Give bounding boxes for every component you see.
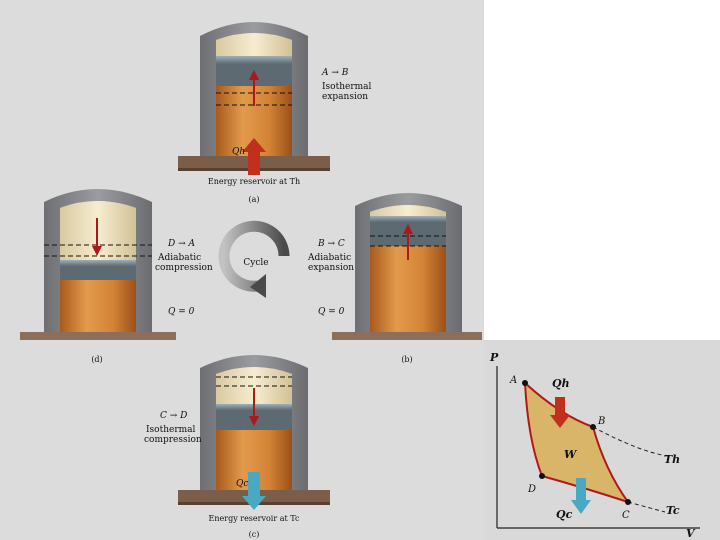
hot-isotherm bbox=[592, 426, 669, 457]
cycle-label: Cycle bbox=[243, 258, 268, 268]
cylinder-wall bbox=[200, 355, 308, 490]
heat-label-qh: Qh bbox=[232, 147, 245, 157]
qc-arrow bbox=[571, 478, 591, 514]
air-space bbox=[370, 205, 446, 216]
pv-background bbox=[484, 340, 720, 540]
state-label-c: C bbox=[622, 510, 630, 521]
process-desc: compression bbox=[144, 435, 202, 445]
qh-arrow bbox=[550, 397, 570, 428]
process-desc: Isothermal bbox=[146, 425, 196, 435]
q-zero-label: Q = 0 bbox=[318, 307, 345, 317]
state-point-c bbox=[625, 499, 631, 505]
piston-top bbox=[60, 260, 136, 266]
process-desc: compression bbox=[155, 263, 213, 273]
panel-c: Qc C → D Isothermal compression Energy r… bbox=[144, 355, 330, 539]
panel-d: D → A Adiabatic compression Q = 0 (d) bbox=[20, 189, 213, 364]
q-zero-label: Q = 0 bbox=[168, 307, 195, 317]
qh-label: Qh bbox=[552, 377, 570, 390]
piston-top bbox=[216, 56, 292, 64]
process-desc: Adiabatic bbox=[307, 253, 351, 263]
th-label: Th bbox=[664, 453, 680, 466]
air-space bbox=[216, 33, 292, 56]
panel-a: Qh A → B Isothermal expansion Energy res… bbox=[178, 22, 372, 204]
work-label: W bbox=[564, 448, 578, 461]
p-axis-label: P bbox=[489, 351, 499, 364]
process-desc: expansion bbox=[308, 263, 354, 273]
air-space bbox=[216, 367, 292, 404]
process-desc: expansion bbox=[322, 92, 368, 102]
panel-caption: (c) bbox=[249, 530, 260, 539]
panel-caption: (d) bbox=[91, 355, 102, 364]
state-point-a bbox=[522, 380, 528, 386]
process-label: C → D bbox=[160, 411, 187, 421]
state-point-b bbox=[590, 424, 596, 430]
panel-b: B → C Adiabatic expansion Q = 0 (b) bbox=[307, 193, 482, 364]
state-point-d bbox=[539, 473, 545, 479]
qc-label: Qc bbox=[556, 508, 573, 521]
v-axis-label: V bbox=[686, 527, 696, 540]
pv-diagram: P V A B C D Qh Qc W Th Tc bbox=[484, 340, 720, 540]
cold-isotherm bbox=[627, 501, 666, 513]
tc-label: Tc bbox=[666, 504, 680, 517]
process-label: A → B bbox=[321, 68, 349, 78]
panel-caption: (a) bbox=[248, 195, 259, 204]
process-label: D → A bbox=[167, 239, 195, 249]
cycle-indicator: Cycle bbox=[218, 220, 290, 298]
state-label-a: A bbox=[509, 375, 517, 386]
reservoir-label: Energy reservoir at Th bbox=[208, 177, 300, 186]
panel-caption: (b) bbox=[401, 355, 412, 364]
cylinder-wall bbox=[355, 193, 462, 332]
cylinder-wall bbox=[200, 22, 308, 156]
cylinder-wall bbox=[44, 189, 152, 332]
reservoir-label: Energy reservoir at Tc bbox=[209, 514, 300, 523]
table-base bbox=[332, 332, 482, 340]
table-base bbox=[20, 332, 176, 340]
state-label-b: B bbox=[597, 416, 605, 427]
piston-body bbox=[60, 266, 136, 280]
gas-chamber bbox=[60, 280, 136, 332]
piston-top bbox=[370, 216, 446, 222]
heat-in-arrow bbox=[242, 138, 266, 175]
gas-chamber bbox=[370, 246, 446, 332]
heat-label-qc: Qc bbox=[236, 479, 248, 489]
process-label: B → C bbox=[317, 239, 345, 249]
process-desc: Isothermal bbox=[322, 82, 372, 92]
cycle-circular-arrow bbox=[218, 220, 290, 292]
cycle-arrowhead bbox=[250, 274, 266, 298]
process-desc: Adiabatic bbox=[157, 253, 201, 263]
heat-out-arrow bbox=[242, 472, 266, 510]
state-label-d: D bbox=[527, 484, 536, 495]
